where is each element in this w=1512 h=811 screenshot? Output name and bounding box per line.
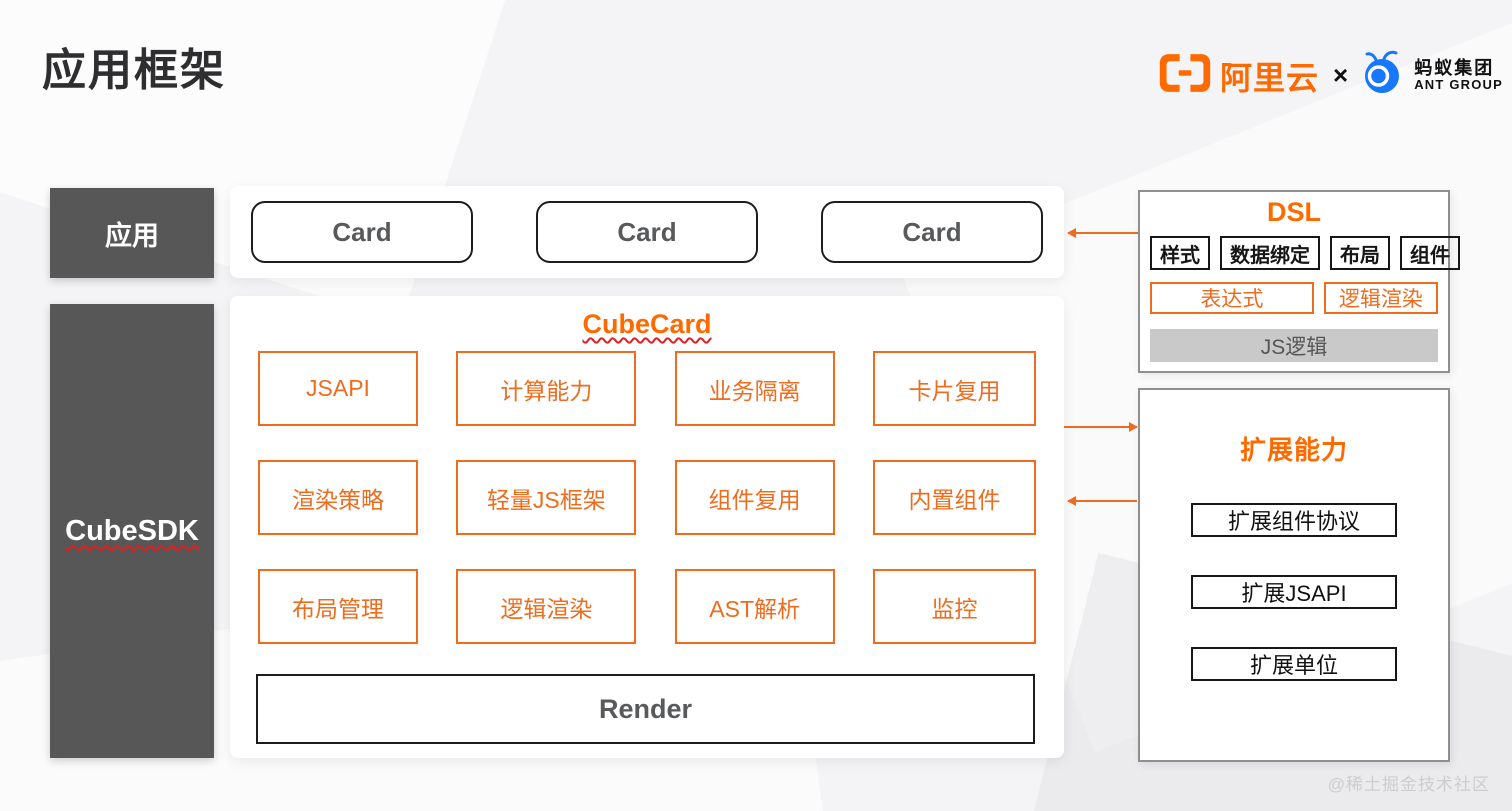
extension-box: 扩展单位 <box>1191 647 1397 681</box>
watermark: @稀土掘金技术社区 <box>1327 775 1490 794</box>
dsl-title: DSL <box>1267 197 1321 227</box>
arrow-left-icon <box>1067 228 1138 238</box>
cubecard-cell: 监控 <box>872 569 1036 644</box>
dsl-box-expression: 表达式 <box>1150 282 1314 314</box>
card-label: Card <box>332 216 392 247</box>
ant-group-en: ANT GROUP <box>1414 77 1504 93</box>
app-block: 应用 <box>50 188 214 278</box>
dsl-box-js-logic: JS逻辑 <box>1150 329 1438 362</box>
cubecard-cell: 布局管理 <box>258 569 418 644</box>
cubecard-cell: 内置组件 <box>872 460 1036 535</box>
arrow-right-icon <box>1064 422 1138 432</box>
cubecard-cell: 计算能力 <box>456 351 637 426</box>
aliyun-logo: 阿里云 <box>1158 52 1319 99</box>
cubecard-cell: 业务隔离 <box>674 351 835 426</box>
cubecard-grid: JSAPI 计算能力 业务隔离 卡片复用 渲染策略 轻量JS框架 组件复用 内置… <box>258 351 1036 644</box>
cubecard-cell: 卡片复用 <box>872 351 1036 426</box>
dsl-row-protocol: 样式 数据绑定 布局 组件 <box>1140 236 1460 270</box>
cubesdk-block: CubeSDK <box>50 304 214 758</box>
ant-group-cn: 蚂蚁集团 <box>1414 58 1495 79</box>
dsl-box-layout: 布局 <box>1330 236 1390 270</box>
arrow-left-icon <box>1067 496 1137 506</box>
aliyun-brackets-icon <box>1158 52 1212 99</box>
ant-group-label: 蚂蚁集团 ANT GROUP <box>1414 59 1503 92</box>
ant-group-logo: 蚂蚁集团 ANT GROUP <box>1362 50 1503 101</box>
cubecard-cell: 轻量JS框架 <box>456 460 637 535</box>
x-separator: × <box>1333 60 1349 90</box>
dsl-row-logic: 表达式 逻辑渲染 <box>1140 282 1448 314</box>
card-label: Card <box>902 216 962 247</box>
card-box: Card <box>536 201 758 263</box>
cubecard-cell: 渲染策略 <box>258 460 418 535</box>
cubecard-cell: 逻辑渲染 <box>456 569 637 644</box>
aliyun-label: 阿里云 <box>1220 59 1320 96</box>
cubecard-cell: JSAPI <box>258 351 418 426</box>
extension-box: 扩展组件协议 <box>1191 503 1397 537</box>
cubecard-cell: AST解析 <box>674 569 835 644</box>
card-label: Card <box>617 216 677 247</box>
page-title: 应用框架 <box>42 46 226 95</box>
extension-panel: 扩展能力 扩展组件协议 扩展JSAPI 扩展单位 <box>1138 388 1450 762</box>
dsl-box-style: 样式 <box>1150 236 1210 270</box>
extension-box: 扩展JSAPI <box>1191 575 1397 609</box>
ant-group-icon <box>1362 50 1406 101</box>
cubecard-panel: CubeCard JSAPI 计算能力 业务隔离 卡片复用 渲染策略 轻量JS框… <box>230 296 1064 758</box>
cubecard-title: CubeCard <box>582 309 712 339</box>
cubesdk-label: CubeSDK <box>65 514 199 547</box>
card-box: Card <box>821 201 1043 263</box>
dsl-box-component: 组件 <box>1400 236 1460 270</box>
dsl-box-databinding: 数据绑定 <box>1220 236 1320 270</box>
render-box: Render <box>256 674 1035 744</box>
app-label: 应用 <box>105 220 159 251</box>
extension-title: 扩展能力 <box>1239 435 1348 465</box>
card-box: Card <box>251 201 473 263</box>
render-label: Render <box>598 693 693 724</box>
dsl-panel: DSL 样式 数据绑定 布局 组件 表达式 逻辑渲染 JS逻辑 <box>1138 190 1460 373</box>
brand-logos: 阿里云 × 蚂蚁集团 ANT GROUP <box>1158 50 1503 101</box>
cubecard-cell: 组件复用 <box>674 460 835 535</box>
card-row-panel: Card Card Card <box>230 186 1064 278</box>
dsl-box-logic-render: 逻辑渲染 <box>1323 282 1438 314</box>
